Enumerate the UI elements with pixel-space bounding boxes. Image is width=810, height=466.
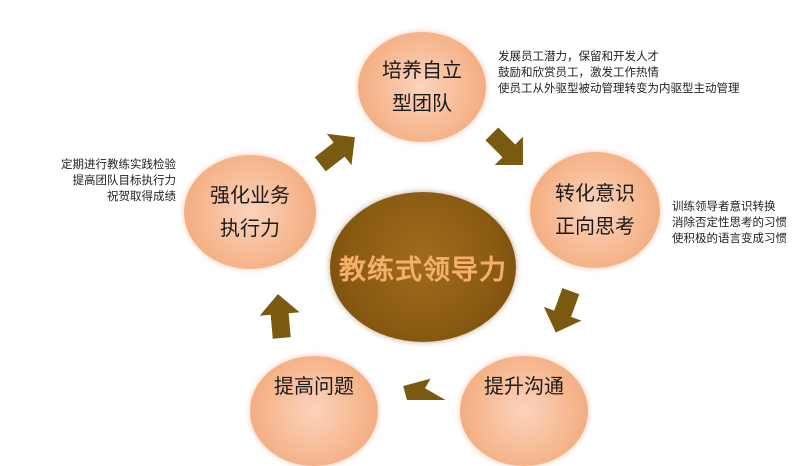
coaching-leadership-diagram: 教练式领导力 培养自立 型团队 转化意识 正向思考 强化业务 执行力 提高问题 … [20,32,787,466]
description-top: 发展员工潜力，保留和开发人才 鼓励和欣赏员工，激发工作热情 使员工从外驱型被动管… [498,48,740,96]
node-left: 强化业务 执行力 [184,155,316,269]
description-left-line: 定期进行教练实践检验 [61,157,176,171]
center-label: 教练式领导力 [339,254,507,286]
description-right-line: 训练领导者意识转换 [672,199,776,213]
description-left-line: 提高团队目标执行力 [72,173,177,187]
node-left-line2: 执行力 [220,216,280,240]
node-bottom-left-line1: 提高问题 [274,374,354,398]
node-top-line2: 型团队 [392,91,452,115]
node-right: 转化意识 正向思考 [530,152,660,268]
arrow-top-to-right [485,127,523,165]
node-bottom-left: 提高问题 [250,356,378,466]
arrow-bottom-right-to-bottom-left [403,378,446,400]
description-top-line: 使员工从外驱型被动管理转变为内驱型主动管理 [498,81,740,95]
node-top-line1: 培养自立 [382,58,462,82]
node-bottom-right: 提升沟通 [460,356,588,466]
description-left: 定期进行教练实践检验 提高团队目标执行力 祝贺取得成绩 [20,156,176,204]
description-left-line: 祝贺取得成绩 [107,189,176,203]
arrow-right-to-bottom [543,288,582,333]
node-right-line2: 正向思考 [555,214,635,238]
description-right: 训练领导者意识转换 消除否定性思考的习惯 使积极的语言变成习惯 [672,198,787,246]
description-right-line: 使积极的语言变成习惯 [672,231,787,245]
node-right-line1: 转化意识 [555,181,635,205]
node-left-line1: 强化业务 [210,183,290,207]
center-circle: 教练式领导力 [330,192,516,342]
description-right-line: 消除否定性思考的习惯 [672,215,787,229]
description-top-line: 发展员工潜力，保留和开发人才 [498,49,659,63]
arrow-bottom-to-left [259,294,300,339]
node-top: 培养自立 型团队 [358,32,486,142]
description-top-line: 鼓励和欣赏员工，激发工作热情 [498,65,659,79]
arrow-left-to-top [314,133,355,172]
cycle-arrows [259,127,582,400]
node-bottom-right-line1: 提升沟通 [484,374,564,398]
